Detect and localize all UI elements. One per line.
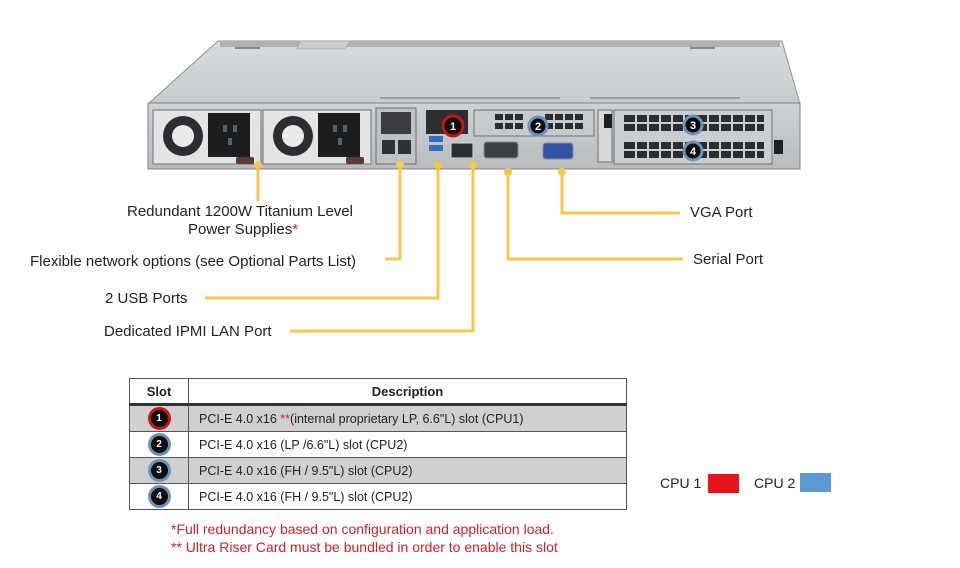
callout-dot-vga <box>558 168 566 176</box>
slot-badge-4-on-chassis: 4 <box>682 140 704 162</box>
callout-line-ipmi <box>290 165 475 333</box>
slot-badge-cpu1: 1 <box>150 410 168 427</box>
callout-psu-line2: Power Supplies* <box>188 221 298 238</box>
slot-description: PCI-E 4.0 x16 (FH / 9.5"L) slot (CPU2) <box>188 483 627 510</box>
table-row: 4 PCI-E 4.0 x16 (FH / 9.5"L) slot (CPU2) <box>129 483 627 510</box>
callout-serial: Serial Port <box>693 251 764 268</box>
header-description: Description <box>188 378 627 406</box>
table-row: 1 PCI-E 4.0 x16 **(internal proprietary … <box>129 404 627 432</box>
slot-badge-4-label: 4 <box>690 146 697 158</box>
legend-cpu2-swatch <box>800 473 831 492</box>
slot-badge-1-label: 1 <box>450 121 456 133</box>
callout-line-network <box>385 165 402 261</box>
callout-vga: VGA Port <box>690 204 753 221</box>
psu-1 <box>152 109 262 165</box>
header-slot: Slot <box>129 378 189 406</box>
callout-usb: 2 USB Ports <box>105 290 188 307</box>
io-panel <box>375 107 574 165</box>
slot-description: PCI-E 4.0 x16 (FH / 9.5"L) slot (CPU2) <box>188 457 627 484</box>
legend-cpu1-label: CPU 1 <box>660 475 702 491</box>
callout-dot-serial <box>504 168 512 176</box>
slot-description: PCI-E 4.0 x16 **(internal proprietary LP… <box>188 404 627 432</box>
footnotes: *Full redundancy based on configuration … <box>171 520 558 556</box>
callout-psu-line1: Redundant 1200W Titanium Level <box>127 203 353 220</box>
slot-badge-3-label: 3 <box>690 120 696 132</box>
callout-line-vga <box>560 172 680 215</box>
footnote-marker: ** <box>280 411 291 426</box>
table-row: 2 PCI-E 4.0 x16 (LP /6.6"L) slot (CPU2) <box>129 431 627 458</box>
callout-ipmi: Dedicated IPMI LAN Port <box>104 323 272 340</box>
legend-cpu1-swatch <box>708 474 739 493</box>
callout-dot-network <box>396 161 404 169</box>
callout-dot-psu <box>254 161 262 169</box>
legend-cpu2-label: CPU 2 <box>754 475 796 491</box>
slot-badge-cpu2: 4 <box>150 488 168 505</box>
chassis-lid <box>146 40 801 105</box>
footnote-1: *Full redundancy based on configuration … <box>171 521 554 537</box>
callout-psu-text: Power Supplies <box>188 221 293 238</box>
slot-badge-3-on-chassis: 3 <box>682 114 704 136</box>
table-header-row: Slot Description <box>129 378 627 406</box>
psu-2 <box>262 109 372 165</box>
slot-badge-1-on-chassis: 1 <box>441 114 465 138</box>
slot-description: PCI-E 4.0 x16 (LP /6.6"L) slot (CPU2) <box>188 431 627 458</box>
callout-dot-usb <box>434 161 442 169</box>
slot-badge-cpu2: 2 <box>150 436 168 453</box>
callout-line-usb <box>205 165 440 300</box>
callout-dot-ipmi <box>469 161 477 169</box>
table-row: 3 PCI-E 4.0 x16 (FH / 9.5"L) slot (CPU2) <box>129 457 627 484</box>
slot-badge-2-on-chassis: 2 <box>527 115 549 137</box>
pcie-slot-table: Slot Description 1 PCI-E 4.0 x16 **(inte… <box>129 378 627 510</box>
slot-badge-2-label: 2 <box>535 121 541 133</box>
footnote-2: ** Ultra Riser Card must be bundled in o… <box>171 539 558 555</box>
callout-network: Flexible network options (see Optional P… <box>30 253 356 270</box>
slot-badge-cpu2: 3 <box>150 462 168 479</box>
footnote-marker: * <box>292 221 299 238</box>
callout-line-serial <box>506 172 683 261</box>
